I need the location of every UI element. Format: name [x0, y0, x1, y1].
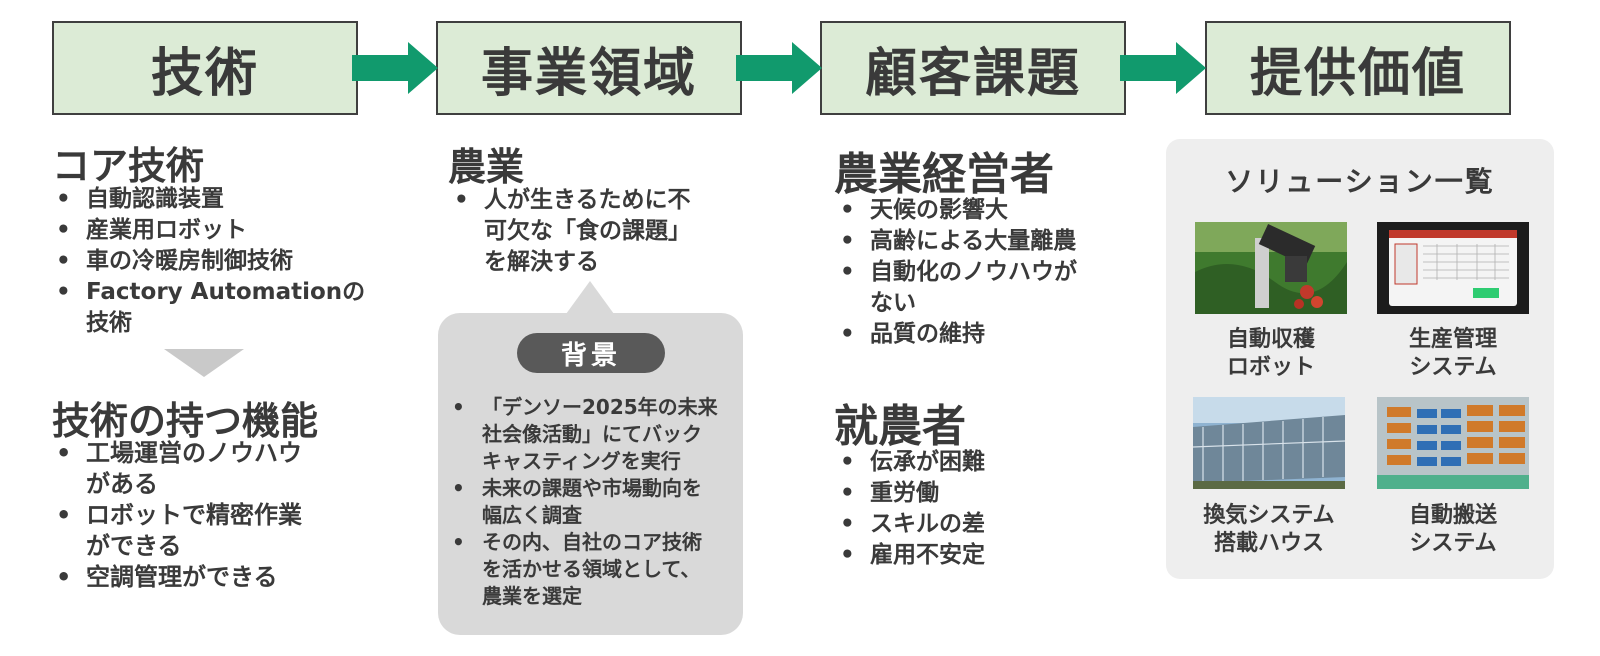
core-tech-list: 自動認識装置 産業用ロボット 車の冷暖房制御技術 Factory Automat… [52, 184, 382, 339]
conveyor-racks-photo-icon [1377, 397, 1529, 489]
harvest-robot-photo-icon [1195, 222, 1347, 314]
domain-heading: 農業 [448, 145, 525, 189]
solution-caption: 換気システム 搭載ハウス [1203, 503, 1335, 556]
tech-function-heading: 技術の持つ機能 [52, 399, 319, 443]
flow-arrow-icon [1120, 42, 1206, 94]
list-item: 伝承が困難 [836, 447, 1146, 478]
farm-worker-issues: 伝承が困難 重労働 スキルの差 雇用不安定 [836, 447, 1146, 571]
list-item: 高齢による大量離農 [836, 226, 1146, 257]
flow-arrow-icon [736, 42, 822, 94]
list-item: 「デンソー2025年の未来 社会像活動」にてバック キャスティングを実行 [448, 394, 743, 475]
solution-caption: 生産管理 システム [1408, 327, 1497, 380]
list-item: 車の冷暖房制御技術 [52, 246, 382, 277]
solution-caption: 自動収穫 ロボット [1226, 327, 1315, 380]
solutions-panel [1166, 139, 1554, 579]
core-tech-heading: コア技術 [52, 144, 205, 188]
callout-pointer [566, 281, 614, 314]
list-item: 天候の影響大 [836, 195, 1146, 226]
list-item: 雇用不安定 [836, 540, 1146, 571]
down-triangle-icon [164, 349, 244, 377]
farm-worker-heading: 就農者 [834, 401, 966, 452]
list-item: 品質の維持 [836, 319, 1146, 350]
list-item: 空調管理ができる [52, 562, 372, 593]
flow-step-technology: 技術 [52, 21, 358, 115]
production-tablet-photo-icon [1377, 222, 1529, 314]
list-item: 工場運営のノウハウ がある [52, 438, 372, 500]
farm-manager-issues: 天候の影響大 高齢による大量離農 自動化のノウハウが ない 品質の維持 [836, 195, 1146, 350]
list-item: 未来の課題や市場動向を 幅広く調査 [448, 475, 743, 529]
list-item: 自動化のノウハウが ない [836, 257, 1146, 319]
list-item: 人が生きるために不 可欠な「食の課題」 を解決する [450, 185, 750, 278]
domain-list: 人が生きるために不 可欠な「食の課題」 を解決する [450, 185, 750, 278]
flow-step-customer-issues: 顧客課題 [820, 21, 1126, 115]
flow-step-business-domain: 事業領域 [436, 21, 742, 115]
list-item: その内、自社のコア技術 を活かせる領域として、 農業を選定 [448, 529, 743, 610]
list-item: スキルの差 [836, 509, 1146, 540]
solutions-title: ソリューション一覧 [1225, 165, 1495, 198]
flow-arrow-icon [352, 42, 438, 94]
farm-manager-heading: 農業経営者 [834, 149, 1054, 200]
list-item: Factory Automationの 技術 [52, 277, 382, 339]
greenhouse-photo-icon [1193, 397, 1345, 489]
tech-function-list: 工場運営のノウハウ がある ロボットで精密作業 ができる 空調管理ができる [52, 438, 372, 593]
list-item: ロボットで精密作業 ができる [52, 500, 372, 562]
list-item: 重労働 [836, 478, 1146, 509]
list-item: 産業用ロボット [52, 215, 382, 246]
list-item: 自動認識装置 [52, 184, 382, 215]
flow-step-value: 提供価値 [1205, 21, 1511, 115]
solution-caption: 自動搬送 システム [1408, 503, 1497, 556]
background-label: 背景 [517, 333, 665, 373]
background-list: 「デンソー2025年の未来 社会像活動」にてバック キャスティングを実行 未来の… [448, 394, 743, 610]
